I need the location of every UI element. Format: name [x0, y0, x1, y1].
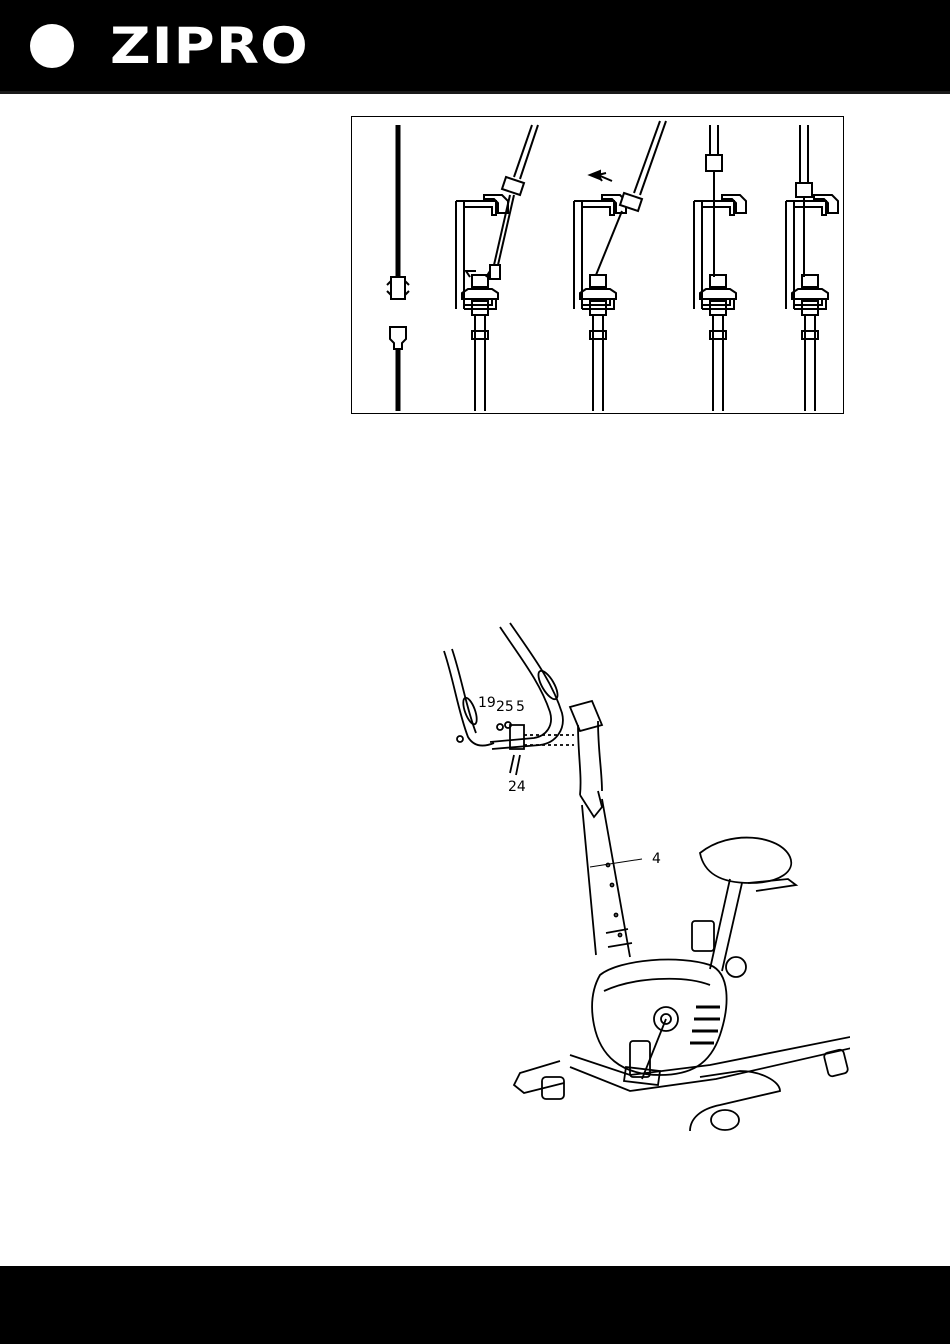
- callout-25: 25: [496, 699, 514, 715]
- bike-assembly-figure: 19 25 5 24 4: [430, 615, 850, 1145]
- brand-logo: ZIPRO: [110, 18, 309, 74]
- page-footer: [0, 1266, 950, 1344]
- exercise-bike-icon: 19 25 5 24 4: [430, 615, 850, 1145]
- callout-19: 19: [478, 695, 496, 711]
- callout-5: 5: [516, 699, 525, 715]
- cable-connection-figure: [351, 116, 844, 414]
- callout-4: 4: [652, 851, 661, 867]
- page-header: ZIPRO: [0, 0, 950, 94]
- cable-connection-steps-icon: [352, 117, 843, 413]
- logo-circle-icon: [30, 24, 74, 68]
- callout-24: 24: [508, 779, 526, 795]
